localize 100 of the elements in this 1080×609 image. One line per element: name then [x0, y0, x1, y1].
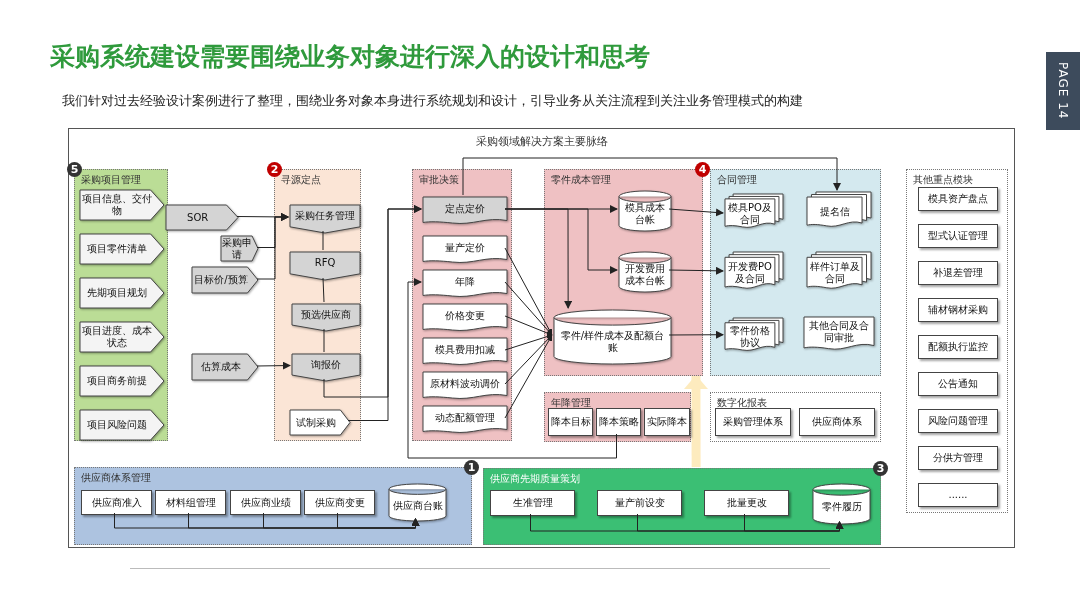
arrow [744, 513, 844, 532]
arrow-box [192, 267, 258, 293]
node-label: 采购管理体系 [722, 415, 784, 429]
document-shape [423, 197, 507, 225]
document-shape [423, 270, 507, 298]
arrow [256, 361, 291, 370]
node-label: 零件价格协议 [728, 324, 771, 351]
group-panel [544, 392, 691, 442]
arrow [462, 157, 841, 196]
arrow-box [166, 205, 238, 230]
node-label: 项目零件清单 [85, 242, 148, 256]
node-label: 预选供应商 [300, 308, 352, 323]
connector-line [322, 277, 325, 303]
node-label: 供应商体系 [811, 415, 863, 429]
process-box [230, 490, 301, 515]
node-label: RFQ [313, 256, 337, 271]
node-label: 公告通知 [937, 377, 979, 391]
node-label: 实际降本 [646, 415, 688, 429]
document-shape [423, 304, 507, 332]
arrow-box [80, 410, 164, 440]
page-title: 采购系统建设需要围绕业务对象进行深入的设计和思考 [50, 41, 650, 73]
arrow-box [290, 410, 350, 435]
node-label: 风险问题管理 [927, 414, 989, 428]
document-shape [423, 236, 507, 264]
offpage-box [290, 252, 360, 280]
node-label: 模具PO及合同 [727, 200, 773, 227]
node-label: 降本策略 [597, 415, 640, 429]
group-title: 数字化报表 [717, 396, 767, 410]
node-label: 价格变更 [444, 309, 486, 324]
arrow [668, 266, 724, 275]
node-label: 补退差管理 [932, 266, 984, 280]
process-box [918, 335, 998, 359]
process-box [918, 483, 998, 507]
node-label: 项目信息、交付物 [81, 192, 153, 218]
frame-panel [68, 128, 1015, 548]
process-box [799, 408, 875, 436]
node-label: 分供方管理 [932, 451, 984, 465]
number-badge: 2 [267, 162, 282, 177]
node-label: 先期项目规划 [85, 286, 148, 300]
arrow-box [80, 322, 164, 352]
arrow-box [80, 278, 164, 308]
arrow-box [80, 190, 164, 220]
process-box [548, 408, 593, 436]
document-stack [807, 192, 871, 228]
document-shape [804, 317, 874, 351]
node-label: 原材料波动调价 [429, 377, 501, 392]
process-box [918, 261, 998, 285]
arrow [668, 330, 724, 339]
page-number-tab: PAGE 14 [1046, 52, 1080, 130]
group-title: 供应商体系管理 [81, 471, 151, 485]
offpage-box [292, 354, 360, 381]
arrow-box [192, 354, 258, 380]
node-label: 供应商变更 [313, 495, 366, 510]
node-label: 项目进度、成本状态 [81, 324, 153, 350]
node-label: 模具成本台帐 [624, 201, 666, 228]
node-label: 配额执行监控 [927, 340, 989, 354]
arrow [407, 278, 617, 459]
number-badge: 4 [695, 162, 710, 177]
node-label: SOR [186, 210, 210, 225]
node-label: 材料组管理 [164, 495, 217, 510]
group-title: 审批决策 [419, 173, 459, 187]
node-label: 其他合同及合同审批 [808, 318, 870, 345]
process-box [304, 490, 375, 515]
document-stack [807, 252, 871, 290]
document-shape [423, 372, 507, 400]
process-box [644, 408, 690, 436]
group-title: 寻源定点 [281, 173, 321, 187]
node-label: 项目风险问题 [85, 418, 148, 432]
group-title: 采购项目管理 [81, 173, 141, 187]
offpage-box [292, 304, 360, 331]
process-box [597, 490, 682, 516]
node-label: 零件履历 [820, 500, 863, 515]
process-box [81, 490, 152, 515]
document-stack [725, 318, 783, 352]
node-label: 供应商台账 [391, 498, 444, 513]
node-label: 定点定价 [444, 202, 486, 217]
node-label: 生准管理 [511, 496, 554, 510]
process-box [155, 490, 226, 515]
node-label: 降本目标 [549, 415, 592, 429]
group-title: 年降管理 [551, 396, 591, 410]
node-label: 开发费用成本台帐 [624, 262, 666, 289]
node-label: 量产定价 [444, 241, 486, 256]
process-box [715, 408, 791, 436]
group-panel [710, 392, 881, 442]
arrow [347, 205, 422, 421]
process-box [918, 446, 998, 470]
arrow [684, 375, 708, 467]
connector-line [323, 328, 325, 353]
node-label: 零件/样件成本及配额台账 [559, 328, 666, 355]
group-panel [906, 169, 1008, 513]
group-title: 其他重点模块 [913, 173, 973, 187]
node-label: 年降 [454, 275, 476, 290]
number-badge: 3 [873, 461, 888, 476]
process-box [918, 224, 998, 248]
node-label: 型式认证管理 [927, 229, 989, 243]
database-cylinder [619, 252, 671, 292]
document-stack [725, 252, 783, 290]
node-label: 动态配额管理 [434, 411, 496, 426]
process-box [918, 372, 998, 396]
node-label: 样件订单及合同 [808, 260, 861, 287]
